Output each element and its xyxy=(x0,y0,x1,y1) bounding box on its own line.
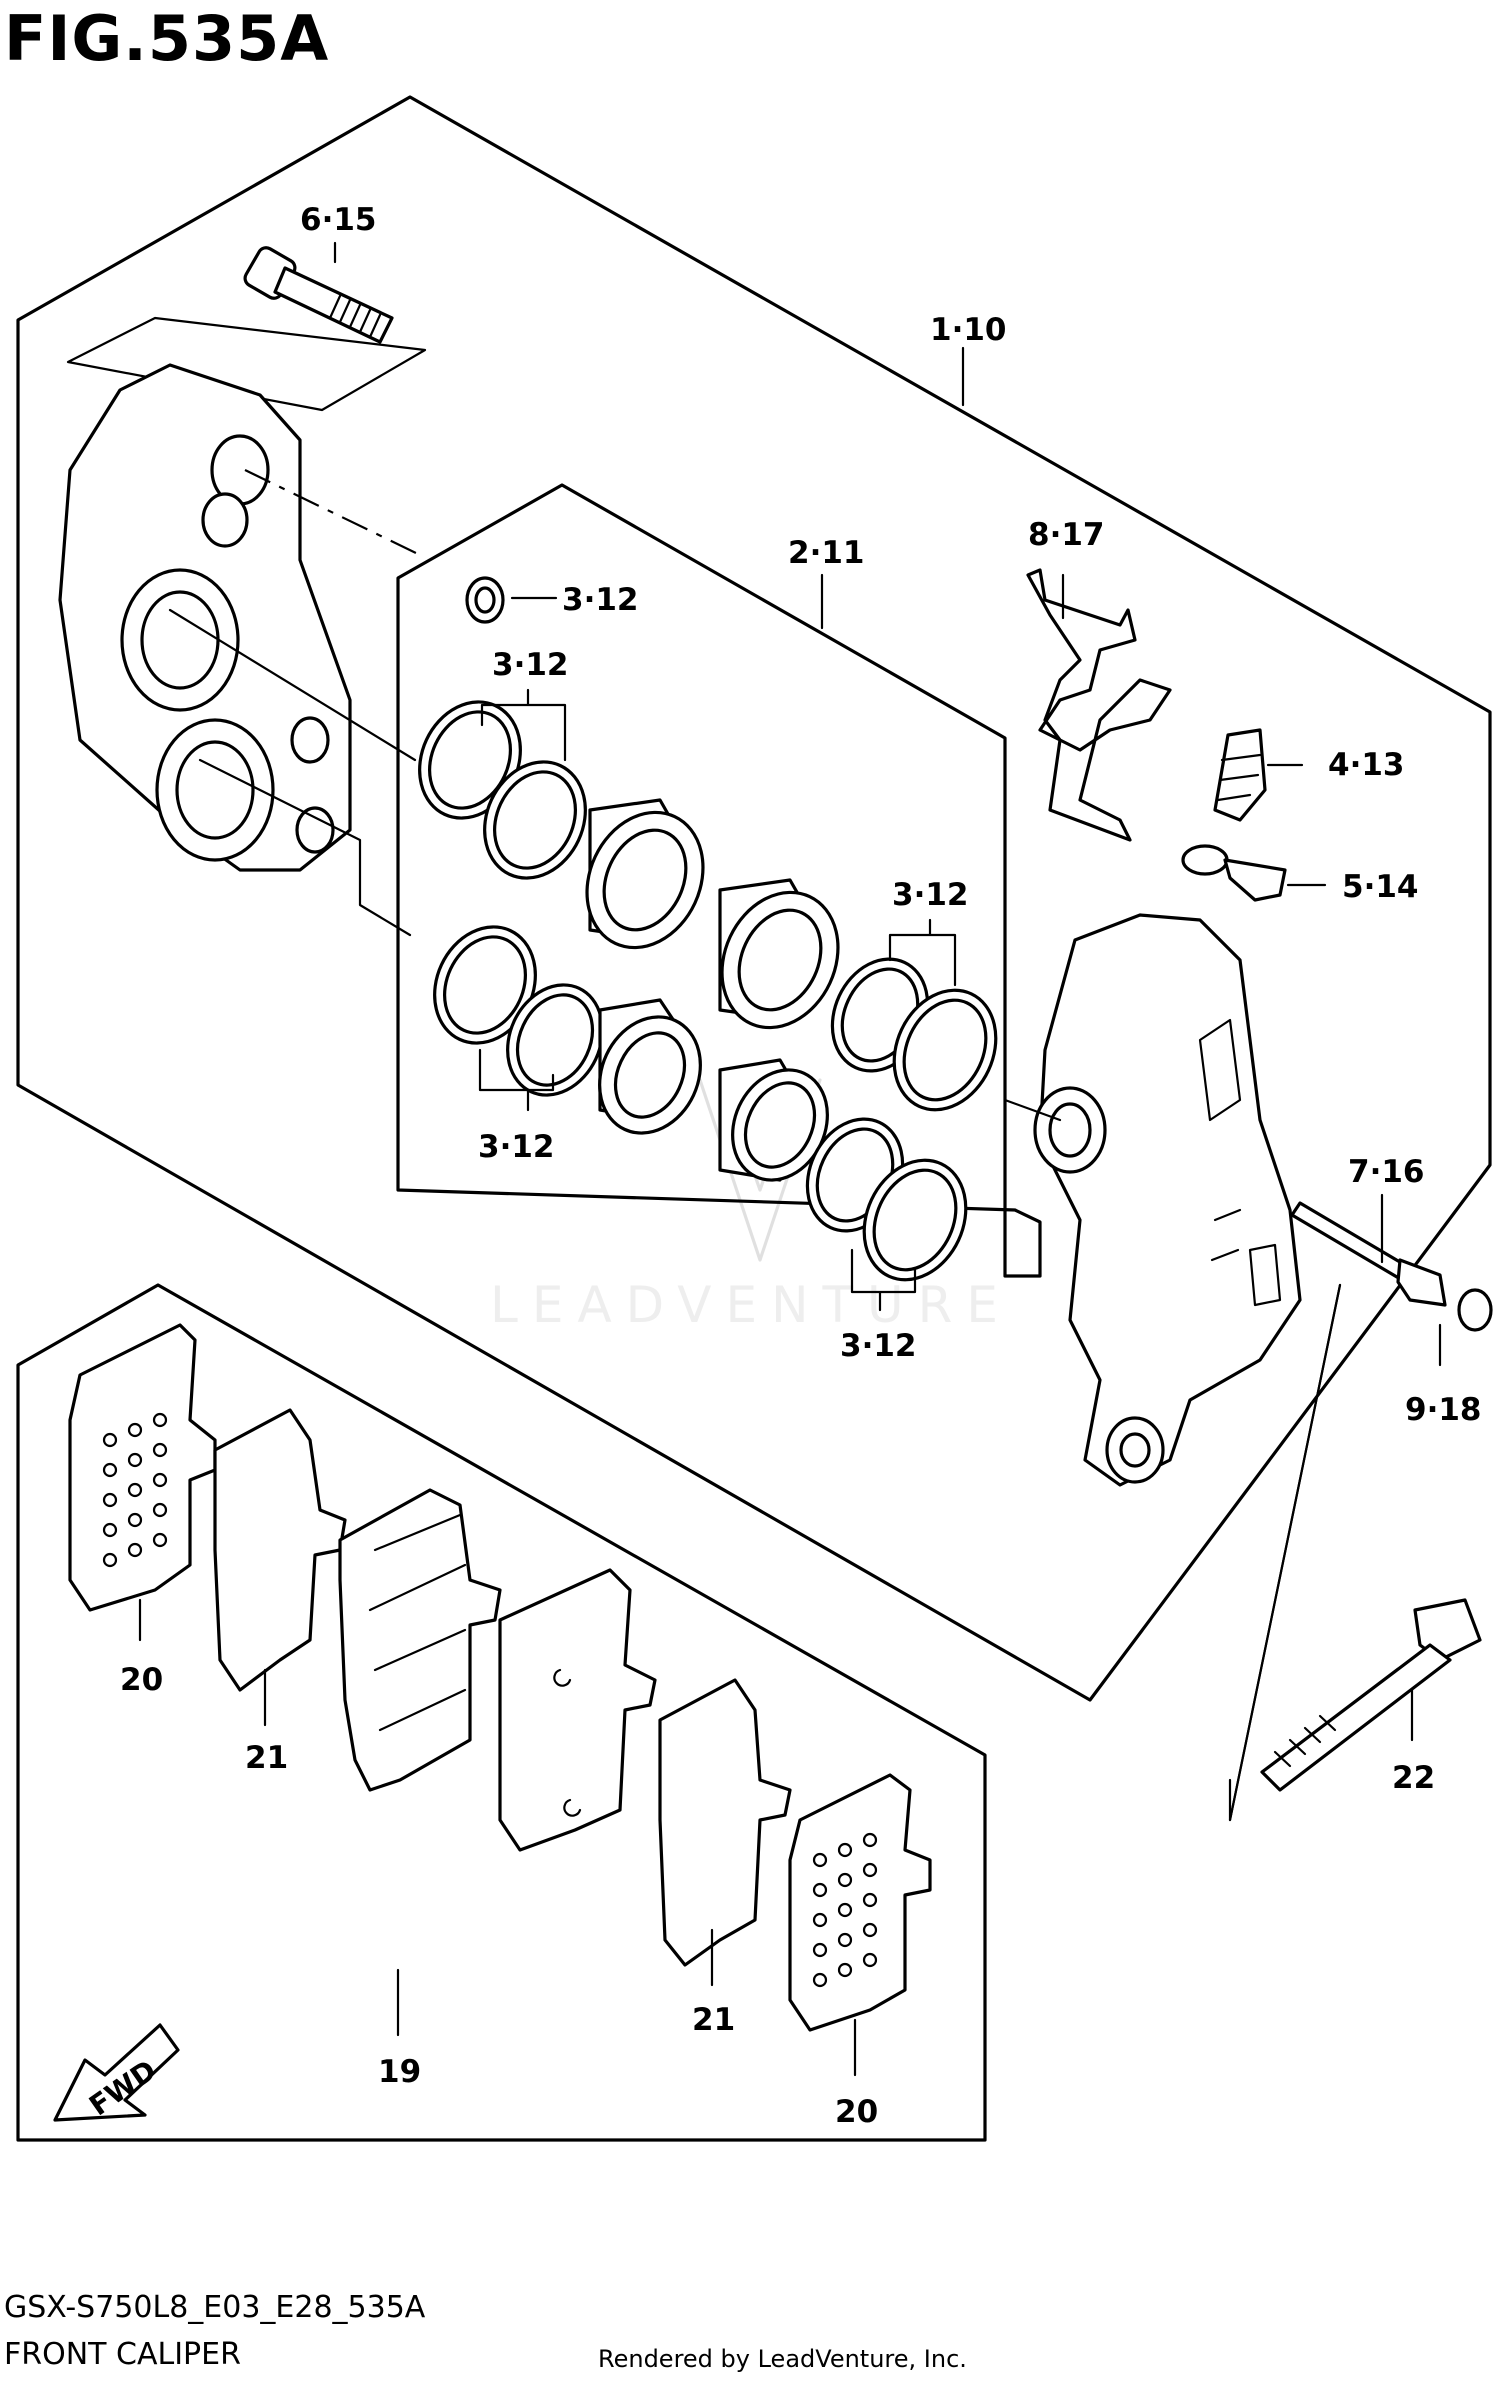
watermark-text: LEADVENTURE xyxy=(490,1276,1012,1334)
caliper-assembly-outline xyxy=(16,95,1492,1702)
callout-label: 20 xyxy=(120,1662,163,1698)
callout-label: 7·16 xyxy=(1348,1154,1425,1190)
pad-spring xyxy=(1026,568,1172,842)
section-name: FRONT CALIPER xyxy=(4,2337,241,2372)
callout-label: 3·12 xyxy=(840,1328,917,1364)
brake-pad-right xyxy=(498,1568,657,1852)
pad-insulator-left xyxy=(213,1408,347,1692)
pad-set-outline xyxy=(16,1283,987,2142)
caliper-half-inner xyxy=(1033,913,1302,1487)
callout-label: 21 xyxy=(692,2002,735,2038)
callout-label: 3·12 xyxy=(892,877,969,913)
callout-label: 3·12 xyxy=(492,647,569,683)
piston-set-outline xyxy=(396,483,1042,1278)
bleeder-screw xyxy=(1213,728,1267,822)
render-credit: Rendered by LeadVenture, Inc. xyxy=(598,2345,967,2373)
forward-direction-badge: FWD xyxy=(53,2023,180,2122)
callout-label: 2·11 xyxy=(788,535,865,571)
pad-insulator-right xyxy=(658,1678,792,1967)
caliper-half-outer xyxy=(58,363,352,872)
callout-label: 3·12 xyxy=(478,1129,555,1165)
callout-label: 4·13 xyxy=(1328,747,1405,783)
pad-shim-right xyxy=(788,1773,932,2032)
pad-shim-left xyxy=(68,1323,217,1612)
callout-label: 22 xyxy=(1392,1760,1435,1796)
callout-label: 1·10 xyxy=(930,312,1007,348)
brake-pad-left xyxy=(338,1488,502,1792)
bleeder-cap xyxy=(1181,844,1287,902)
callout-label: 21 xyxy=(245,1740,288,1776)
piston-seal-group xyxy=(418,700,998,1282)
watermark: LEADVENTURE xyxy=(490,1078,1012,1334)
caliper-bolt xyxy=(1260,1598,1482,1792)
leader-lines xyxy=(138,241,1442,2077)
pad-pin xyxy=(1290,1201,1447,1307)
callout-label: 5·14 xyxy=(1342,869,1419,905)
callout-label: 9·18 xyxy=(1405,1392,1482,1428)
figure-title: FIG.535A xyxy=(4,2,330,75)
callout-labels: 6·15 1·10 2·11 8·17 3·12 3·12 4·13 3·12 … xyxy=(120,202,1482,2130)
callout-label: 6·15 xyxy=(300,202,377,238)
caliper-mount-bolt xyxy=(243,246,394,344)
model-code: GSX-S750L8_E03_E28_535A xyxy=(4,2290,426,2325)
callout-label: 3·12 xyxy=(562,582,639,618)
callout-label: 19 xyxy=(378,2054,421,2090)
callout-label: 20 xyxy=(835,2094,878,2130)
pin-plug xyxy=(1457,1288,1493,1332)
callout-label: 8·17 xyxy=(1028,517,1105,553)
